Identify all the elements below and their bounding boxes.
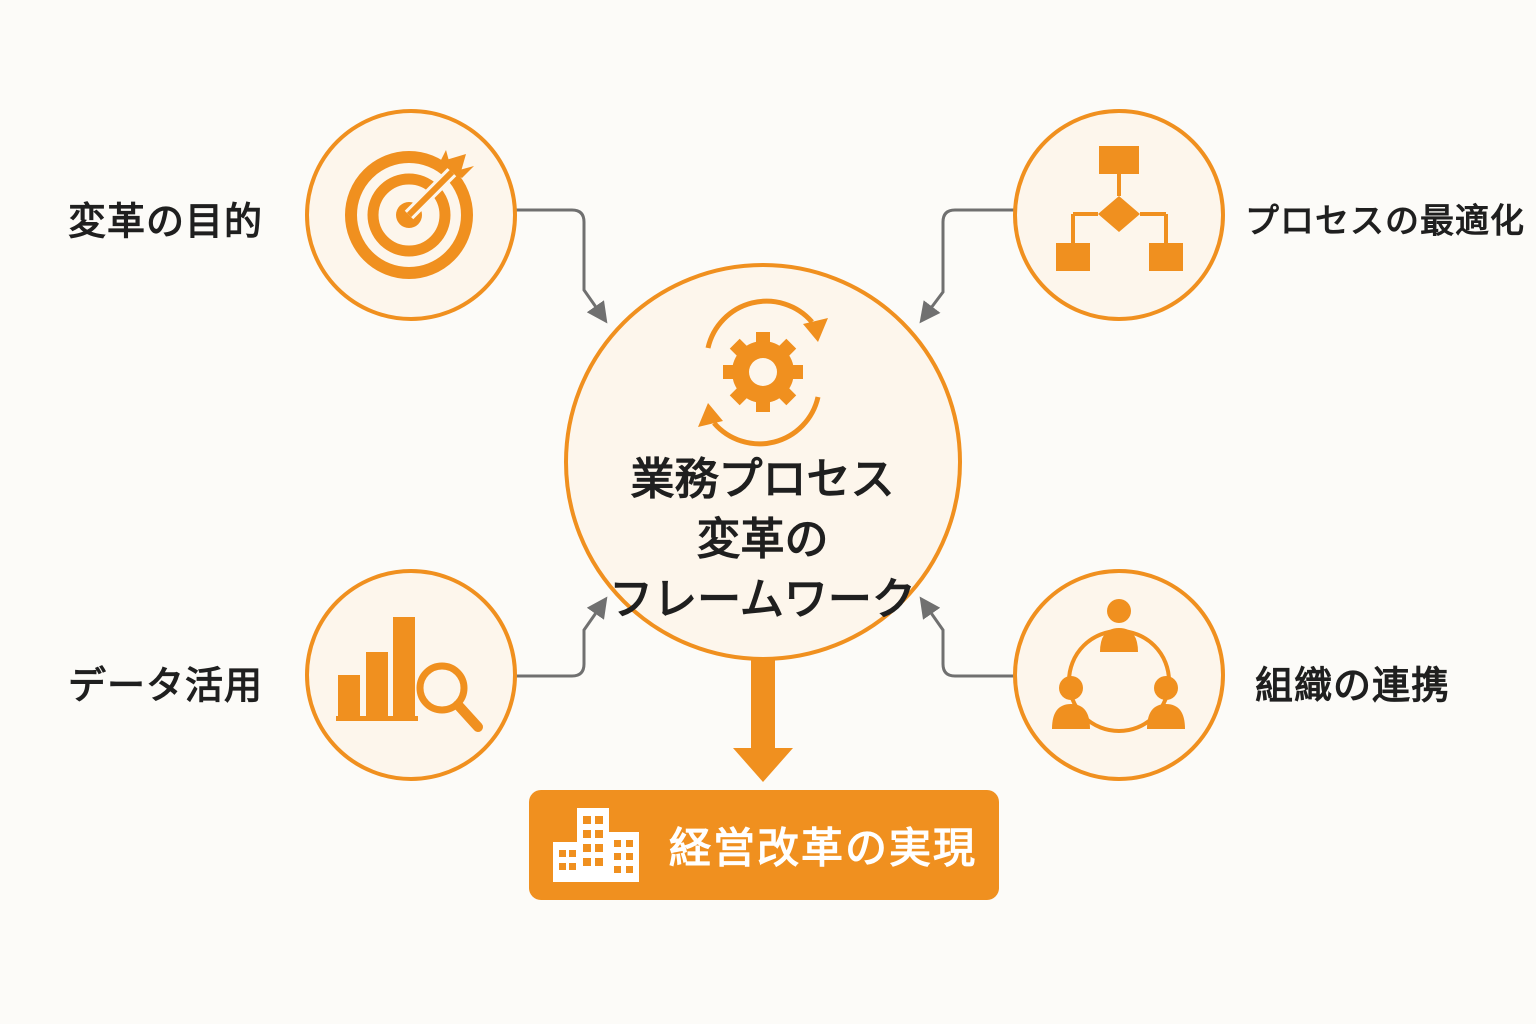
connector-top-right xyxy=(919,208,1015,324)
label-organization-collaboration: 組織の連携 xyxy=(1255,663,1451,708)
connector-bottom-right xyxy=(919,596,1015,678)
result-box: 経営改革の実現 xyxy=(529,790,999,900)
result-label: 経営改革の実現 xyxy=(669,823,978,873)
chart-search-icon xyxy=(336,617,483,732)
connector-top-left xyxy=(515,208,608,324)
label-process-optimization: プロセスの最適化 xyxy=(1245,201,1525,242)
center-circle xyxy=(564,263,962,661)
label-change-purpose: 変革の目的 xyxy=(68,199,264,244)
gear-cycle-icon xyxy=(698,298,828,447)
down-arrow xyxy=(733,660,793,782)
connector-bottom-left xyxy=(515,596,608,678)
building-icon xyxy=(553,808,639,882)
center-title-line-3: フレームワーク xyxy=(609,574,916,625)
target-icon xyxy=(345,150,474,279)
center-title-line-2: 変革の xyxy=(696,514,829,565)
center-title-line-1: 業務プロセス xyxy=(630,454,895,505)
label-data-utilization: データ活用 xyxy=(68,663,264,708)
center-title: 業務プロセス 変革の フレームワーク xyxy=(560,450,965,630)
flowchart-icon xyxy=(1056,146,1183,271)
team-network-icon xyxy=(1052,593,1185,733)
